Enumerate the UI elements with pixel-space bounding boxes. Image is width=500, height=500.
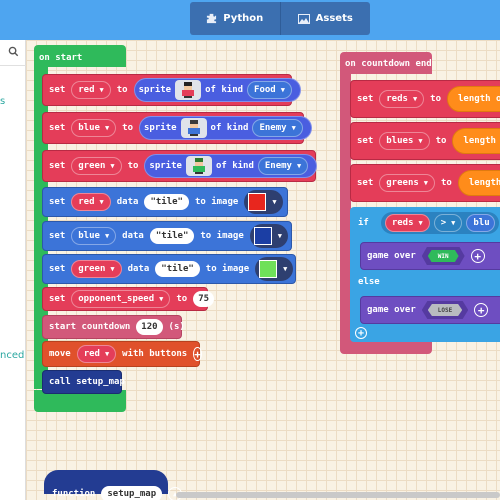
kw-to: to [122,123,134,133]
set-blues-block[interactable]: set blues▼ to length of [350,122,500,160]
move-with-buttons-block[interactable]: move red▼ with buttons + [42,341,202,367]
python-button[interactable]: Python [190,2,281,35]
call-setup-map-block[interactable]: call setup_map [42,370,125,394]
top-bar: Python Assets [0,0,500,40]
sprite-image-picker[interactable] [180,118,207,138]
set-red-data-image-block[interactable]: set red▼ data "tile" to image ▼ [42,187,288,217]
win-lose-selector[interactable]: LOSE [421,301,469,319]
assets-label: Assets [315,13,353,24]
kw-to: to [116,85,128,95]
color-swatch [248,193,267,211]
add-icon[interactable]: + [470,249,485,263]
data-key-input[interactable]: "tile" [149,228,195,244]
else-row: else [358,277,380,287]
operator-dropdown[interactable]: >▼ [433,214,463,232]
add-else-if-icon[interactable]: + [355,327,367,339]
function-header: function setup_map ▲ [46,484,183,500]
image-icon [297,13,310,24]
variable-dropdown[interactable]: red▼ [71,81,111,99]
toolbox-category-advanced[interactable]: nced [0,350,25,361]
variable-dropdown[interactable]: reds▼ [379,90,425,108]
set-reds-block[interactable]: set reds▼ to length of a [350,80,500,118]
variable-dropdown[interactable]: opponent_speed▼ [71,290,171,308]
length-of-array-block[interactable]: length of [457,170,500,196]
sprite-of-kind-block[interactable]: sprite of kind Food▼ [133,78,301,102]
sprite-of-kind-block[interactable]: sprite of kind Enemy▼ [139,116,312,140]
set-green-sprite-block[interactable]: set green▼ to sprite of kind Enemy▼ [42,150,318,182]
on-start-footer [34,390,126,412]
green-character-sprite-icon [192,158,205,174]
variable-dropdown[interactable]: green▼ [71,260,122,278]
kind-dropdown[interactable]: Enemy▼ [257,157,309,175]
comparison-block[interactable]: reds▼ >▼ blu [380,212,499,234]
toolbox-divider [0,65,26,66]
image-dropdown[interactable]: ▼ [255,257,294,281]
variable-dropdown[interactable]: blu [466,214,495,232]
horizontal-scrollbar[interactable] [176,492,500,498]
variable-dropdown[interactable]: red▼ [76,345,117,363]
add-icon[interactable]: + [193,347,202,361]
set-greens-block[interactable]: set greens▼ to length of [350,164,500,202]
toolbox-category-fragment[interactable]: s [0,96,6,107]
variable-dropdown[interactable]: blues▼ [379,132,430,150]
length-of-array-block[interactable]: length of a [447,86,500,112]
game-over-win-block[interactable]: game over WIN + [360,242,500,270]
variable-dropdown[interactable]: greens▼ [379,174,435,192]
variable-dropdown[interactable]: reds▼ [384,214,430,232]
editor-mode-toggle: Python Assets [190,2,370,35]
variable-dropdown[interactable]: blue▼ [71,119,117,137]
color-swatch [259,260,278,278]
kind-dropdown[interactable]: Enemy▼ [252,119,303,137]
kind-dropdown[interactable]: Food▼ [247,81,292,99]
kw-set: set [49,161,66,171]
blocks-workspace[interactable]: on start set red▼ to sprite of kind Food… [26,40,500,500]
toolbox-panel: s nced [0,40,26,500]
assets-button[interactable]: Assets [281,2,371,35]
kw-to: to [127,161,139,171]
sprite-of-kind-block[interactable]: sprite of kind Enemy▼ [144,154,318,178]
game-over-lose-block[interactable]: game over LOSE + [360,296,500,324]
set-red-sprite-block[interactable]: set red▼ to sprite of kind Food▼ [42,74,301,106]
on-start-hat-block[interactable]: on start [34,45,126,67]
variable-dropdown[interactable]: green▼ [71,157,122,175]
kw-set: set [49,123,66,133]
python-label: Python [223,13,264,24]
data-key-input[interactable]: "tile" [144,194,189,210]
sprite-image-picker[interactable] [175,80,202,100]
color-swatch [253,227,272,245]
win-lose-selector[interactable]: WIN [421,247,465,265]
puzzle-icon [207,13,217,24]
length-of-array-block[interactable]: length of [452,128,500,154]
blue-character-sprite-icon [187,120,200,136]
on-countdown-end-hat-block[interactable]: on countdown end [340,52,432,74]
on-countdown-end-body [340,74,351,332]
set-green-data-image-block[interactable]: set green▼ data "tile" to image ▼ [42,254,296,284]
set-blue-sprite-block[interactable]: set blue▼ to sprite of kind Enemy▼ [42,112,312,144]
start-countdown-block[interactable]: start countdown 120 (s) [42,315,185,339]
set-blue-data-image-block[interactable]: set blue▼ data "tile" to image ▼ [42,221,292,251]
image-dropdown[interactable]: ▼ [244,190,283,214]
data-key-input[interactable]: "tile" [155,261,200,277]
add-icon[interactable]: + [474,303,489,317]
image-dropdown[interactable]: ▼ [249,224,288,248]
countdown-seconds-input[interactable]: 120 [136,319,163,335]
kw-set: set [49,85,66,95]
on-start-label: on start [39,53,83,63]
if-condition-row: if reds▼ >▼ blu [352,212,499,234]
sprite-image-picker[interactable] [185,156,212,176]
variable-dropdown[interactable]: blue▼ [71,227,117,245]
variable-dropdown[interactable]: red▼ [71,193,111,211]
red-character-sprite-icon [182,82,195,98]
search-icon[interactable] [8,46,19,57]
set-opponent-speed-block[interactable]: set opponent_speed▼ to 75 [42,287,215,311]
function-name-input[interactable]: setup_map [101,486,163,500]
number-input[interactable]: 75 [193,291,215,307]
